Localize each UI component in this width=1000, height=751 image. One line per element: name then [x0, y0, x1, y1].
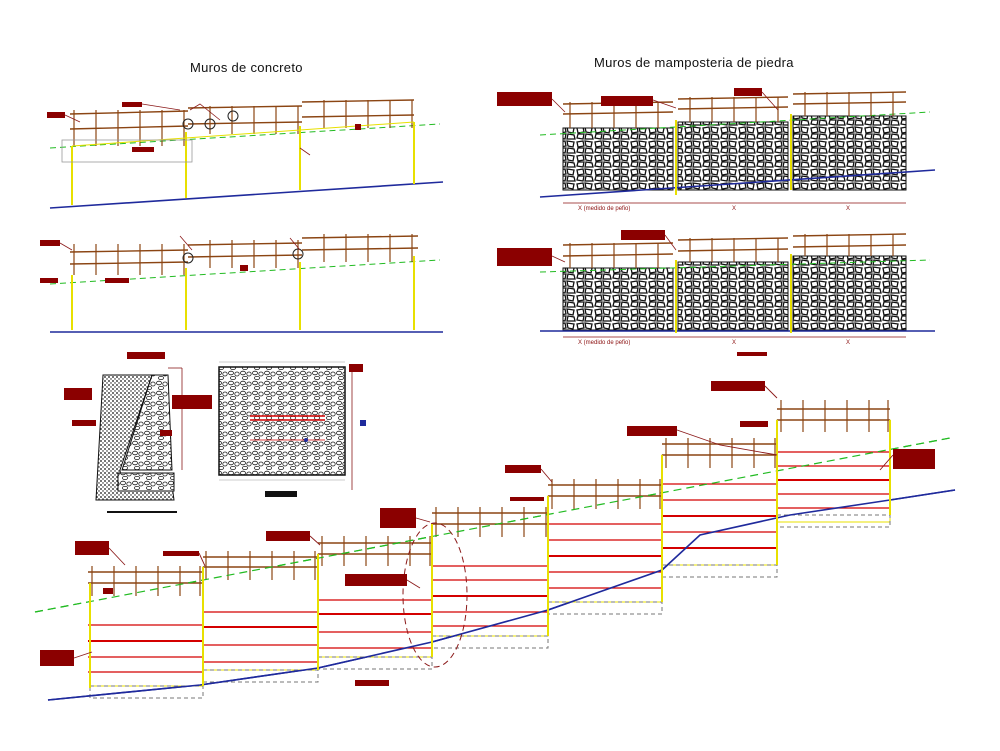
wall-cross-section	[64, 352, 212, 513]
dimension-label-span: X	[846, 340, 850, 346]
concrete-wall-elevation-2	[40, 234, 443, 333]
concrete-wall-elevation-1	[47, 99, 444, 209]
stepped-wall-1	[88, 566, 204, 699]
concrete-walls-title: Muros de concreto	[190, 60, 303, 75]
stepped-wall-4	[431, 507, 549, 649]
stepped-walls-elevation	[34, 381, 956, 701]
dimension-label-span: X	[732, 206, 736, 212]
dimension-label-first-span: X (medido de pefio)	[578, 340, 630, 346]
dimension-label-span: X	[846, 206, 850, 212]
stepped-wall-2	[202, 551, 319, 683]
stone-wall-elevation-2: X (medido de pefio) X X	[497, 230, 935, 356]
dimension-label-span: X	[732, 340, 736, 346]
stepped-wall-5	[547, 479, 663, 615]
dimension-label-first-span: X (medido de pefio)	[578, 206, 630, 212]
stone-wall-elevation-1: X (medido de pefio) X X	[497, 88, 936, 212]
stepped-wall-7	[776, 400, 891, 528]
stone-walls-title: Muros de mamposteria de piedra	[594, 55, 794, 70]
stepped-wall-6	[661, 438, 778, 578]
stepped-wall-3	[317, 536, 433, 670]
stone-face-detail	[218, 361, 366, 497]
